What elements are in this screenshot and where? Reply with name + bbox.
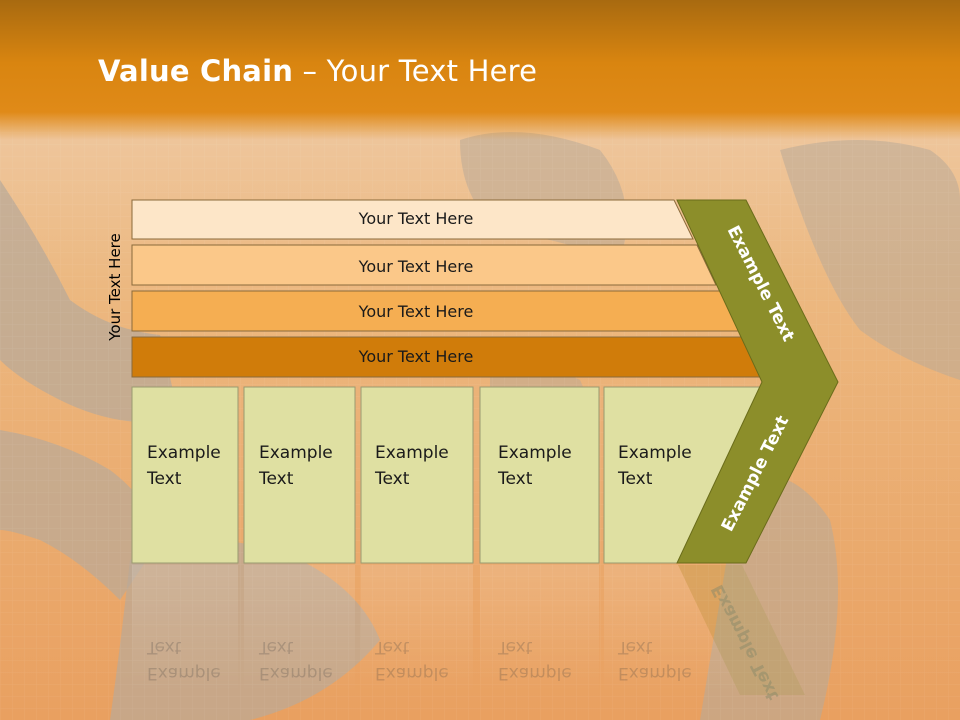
chevron-shape (676, 199, 839, 564)
cell-1-reflection: Example Text (147, 634, 247, 686)
cell-3-reflection: Example Text (375, 634, 475, 686)
cell-2-reflection: Example Text (259, 634, 359, 686)
bar-2-shape (131, 244, 717, 286)
cell-1-line2: Text (147, 469, 182, 489)
cell-5-reflection: Example Text (618, 634, 718, 686)
cell-2-line2: Text (259, 469, 294, 489)
cell-4-refl-line2: Text (498, 637, 533, 657)
cell-3-line2: Text (375, 469, 410, 489)
cell-2-refl-line1: Example (259, 663, 333, 683)
cell-2-line1: Example (259, 443, 333, 463)
cell-4-reflection: Example Text (498, 634, 598, 686)
cell-4-shape (479, 386, 600, 564)
cell-4-line2: Text (498, 469, 533, 489)
cell-1-shape (131, 386, 239, 564)
cell-3-shape (360, 386, 474, 564)
cells-reflection (132, 565, 805, 695)
cell-1-refl-line2: Text (147, 637, 182, 657)
cell-1-refl-line1: Example (147, 663, 221, 683)
bar-4-label: Your Text Here (358, 347, 474, 366)
cell-4-refl-line1: Example (498, 663, 572, 683)
cell-3-line1: Example (375, 443, 449, 463)
title-bold: Value Chain (98, 54, 294, 88)
cell-2-refl-line2: Text (259, 637, 294, 657)
bar-3-label: Your Text Here (358, 302, 474, 321)
cell-5-refl-line1: Example (618, 663, 692, 683)
cell-1-line1: Example (147, 443, 221, 463)
cell-3-refl-line1: Example (375, 663, 449, 683)
title-rest: – Your Text Here (293, 54, 538, 88)
cell-3-refl-line2: Text (375, 637, 410, 657)
bar-1-label: Your Text Here (358, 209, 474, 228)
slide-title: Value Chain – Your Text Here (98, 54, 537, 88)
cell-5-refl-line2: Text (618, 637, 653, 657)
title-bar (0, 0, 960, 140)
cell-5-line1: Example (618, 443, 692, 463)
cell-4-line1: Example (498, 443, 572, 463)
cell-5-line2: Text (618, 469, 653, 489)
bar-1-shape (131, 199, 694, 240)
bar-2-label: Your Text Here (358, 257, 474, 276)
cell-2-shape (243, 386, 356, 564)
